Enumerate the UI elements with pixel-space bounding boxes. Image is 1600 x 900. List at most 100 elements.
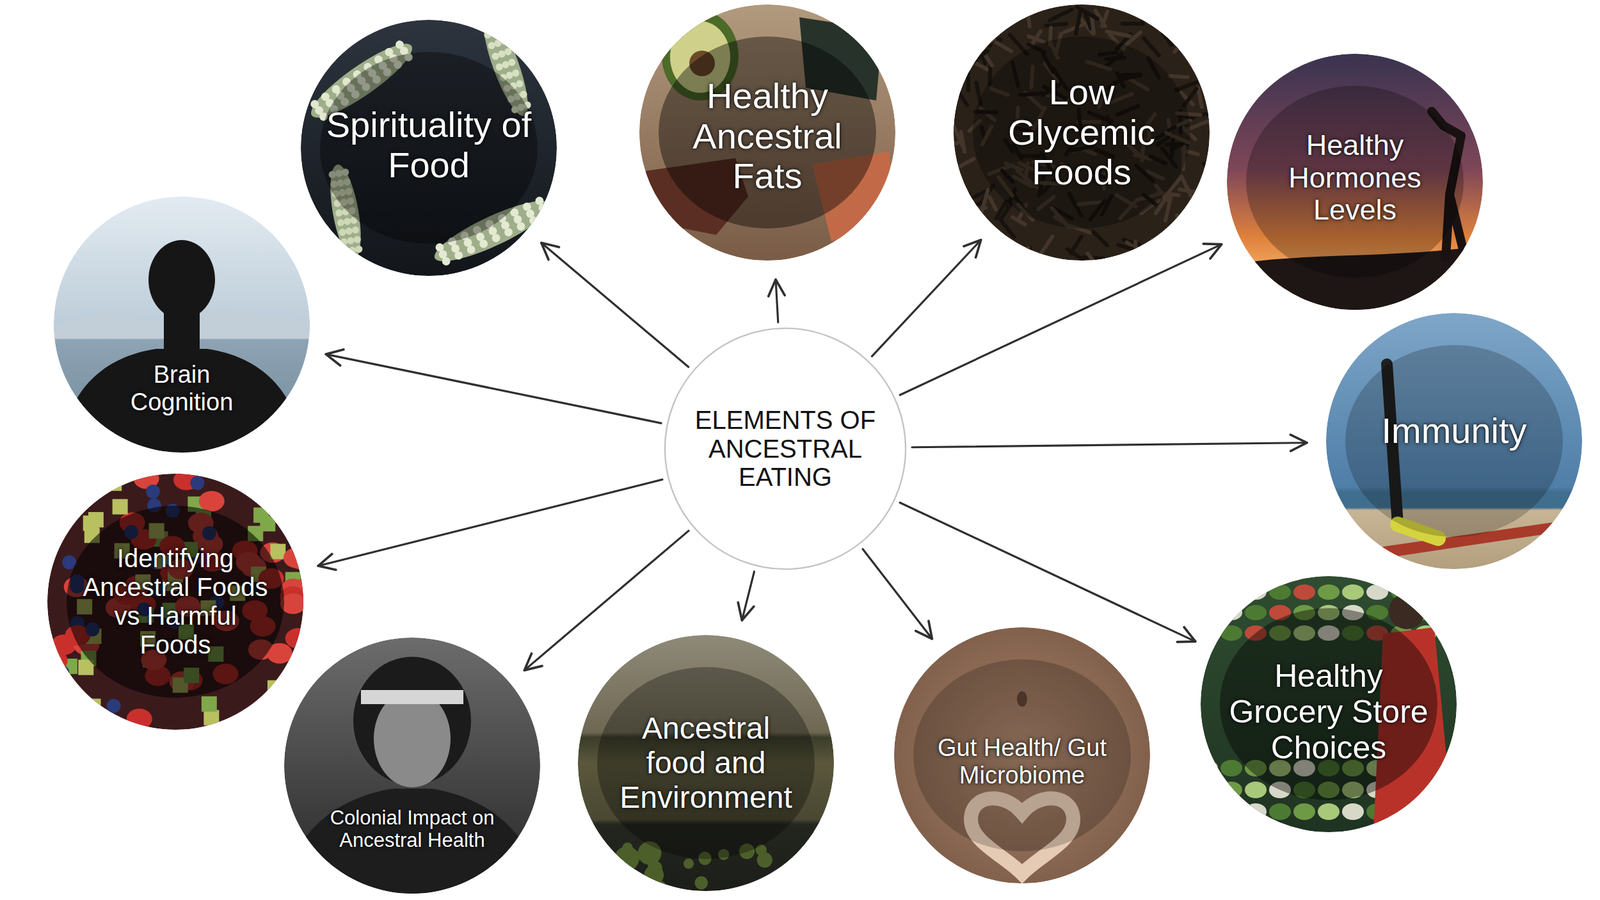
rice-grain [990,4,996,19]
rice-grain [953,158,974,171]
illustration [300,19,557,276]
photo-shade [597,666,815,859]
hub-fill [664,328,906,569]
rice-grain [985,17,1001,24]
strawberry [126,708,153,729]
produce [1220,604,1243,621]
rice-grain [1194,27,1202,41]
corn-kernel [339,237,349,246]
rice-grain [1195,209,1200,225]
corn-kernel [487,40,496,50]
rice-grain [1000,219,1014,238]
rice-grain [974,21,990,32]
avocado-cube [51,481,67,497]
corn-kernel [354,245,363,254]
photo-shade [1345,344,1563,537]
rice-grain [953,12,962,16]
strawberry [273,711,300,730]
topic-label: Brain Cognition [114,360,249,416]
produce [1200,584,1218,600]
plant [796,883,810,891]
rice-grain [1176,81,1197,90]
avocado-cube [64,488,80,504]
produce [1439,604,1457,621]
rice-grain [963,200,969,218]
illustration [577,634,834,891]
rice-grain [1169,12,1192,26]
rice-grain [977,38,1001,40]
strawberry [273,473,300,485]
rice-grain [967,50,987,66]
rice-grain [1106,31,1130,36]
rice-grain [1102,11,1108,27]
rice-grain [1205,72,1210,77]
produce [1390,584,1413,600]
plant [615,875,627,887]
rice-grain [1135,241,1136,257]
rice-grain [1012,216,1026,224]
blueberry [145,484,160,499]
rice-grain [989,197,996,210]
rice-grain [1184,88,1197,106]
avocado-cube [302,481,304,497]
produce [1200,781,1218,799]
produce [1439,584,1457,600]
plant [593,878,618,891]
strawberry [66,699,93,720]
label-stack: Identifying Ancestral Foods vs Harmful F… [47,473,304,730]
topic-label: Healthy Ancestral Fats [671,76,864,197]
rice-grain [1208,8,1210,10]
plant [577,876,585,890]
shoulders [284,788,541,894]
produce [1317,584,1340,600]
produce [1439,803,1457,820]
rice-grain [1180,241,1202,252]
avocado-cube [229,726,245,730]
photo-ground [53,196,310,453]
rice-grain [957,37,968,56]
rice-grain [1174,34,1188,52]
topic-label: Low Glycemic Foods [988,72,1175,193]
plant [807,871,818,883]
produce [1317,803,1340,820]
corn-kernel [453,250,464,262]
avocado-cube [203,709,219,726]
produce [1244,781,1267,799]
label-stack: Low Glycemic Foods [953,4,1210,261]
topic-circle: Healthy Grocery Store Choices [1200,576,1457,832]
label-stack: Immunity [1326,312,1583,569]
photo-shade [658,36,877,229]
label-stack: Healthy Grocery Store Choices [1200,576,1457,832]
produce [1293,803,1316,820]
rice-grain [1155,258,1174,261]
rice-grain [1093,231,1108,246]
topic-label: Immunity [1348,410,1560,452]
rice-grain [976,16,983,38]
corn-kernel [491,19,501,25]
strawberry [288,702,304,724]
rice-grain [1038,236,1053,256]
rice-grain [966,70,971,91]
produce [1293,584,1316,600]
corn-kernel [536,202,548,214]
label-stack: ELEMENTS OF ANCESTRAL EATING [663,327,907,571]
rice-grain [1187,121,1208,130]
photo-circle [284,637,541,894]
produce [1220,625,1243,641]
photo-shade [66,505,285,698]
topic-circle: Brain Cognition [53,196,310,453]
strawberry [199,490,225,512]
arrow-connector [325,353,662,424]
rice-grain [1128,250,1135,261]
rice-grain [1142,8,1157,21]
rice-grain [1017,247,1029,258]
shoulders [60,348,304,453]
rice-grain [1063,24,1083,32]
rice-grain [1122,21,1144,27]
corn-kernel [490,232,502,244]
plant [577,844,598,869]
rice-grain [1025,247,1030,261]
rice-grain [976,38,996,51]
rice-grain [1177,45,1202,50]
